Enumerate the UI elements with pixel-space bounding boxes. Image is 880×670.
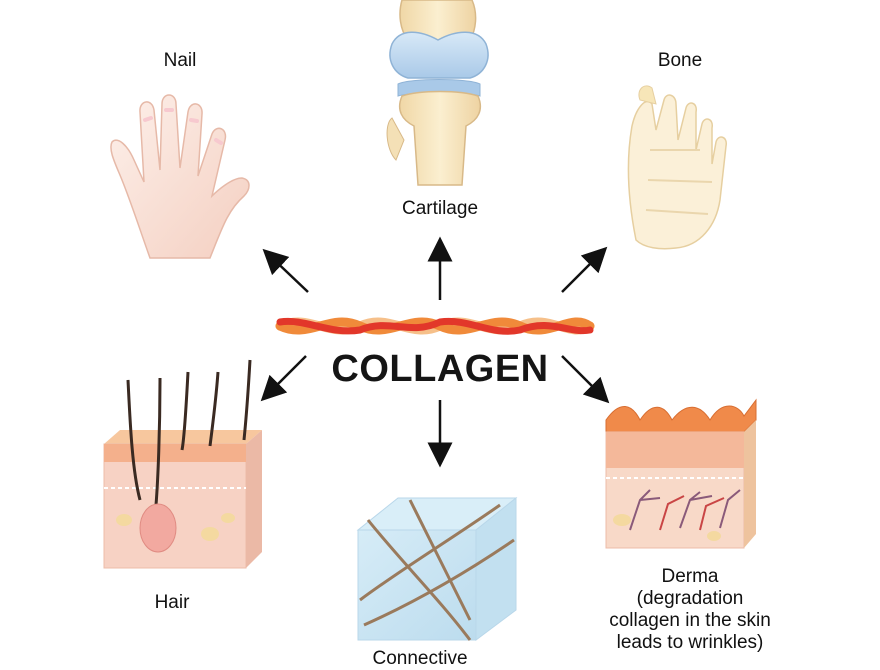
connective-tissue-illustration — [358, 498, 516, 640]
label-bone: Bone — [640, 50, 720, 72]
label-connective: Connective — [360, 648, 480, 670]
hand-illustration — [111, 95, 249, 258]
arrow-to-nail — [268, 254, 308, 292]
collagen-title: COLLAGEN — [300, 348, 580, 391]
label-derma-line-3: collagen in the skin — [590, 610, 790, 632]
hair-skin-illustration — [104, 360, 262, 568]
label-hair: Hair — [132, 592, 212, 614]
label-derma: Derma (degradation collagen in the skin … — [590, 566, 790, 654]
label-derma-line-2: (degradation — [590, 588, 790, 610]
knee-illustration — [387, 0, 488, 185]
foot-bones-illustration — [629, 86, 727, 249]
derma-illustration — [606, 400, 756, 548]
collagen-helix — [280, 321, 590, 331]
label-cartilage: Cartilage — [380, 198, 500, 220]
label-nail: Nail — [140, 50, 220, 72]
arrow-to-bone — [562, 252, 602, 292]
label-derma-line-1: Derma — [590, 566, 790, 588]
label-derma-line-4: leads to wrinkles) — [590, 632, 790, 654]
